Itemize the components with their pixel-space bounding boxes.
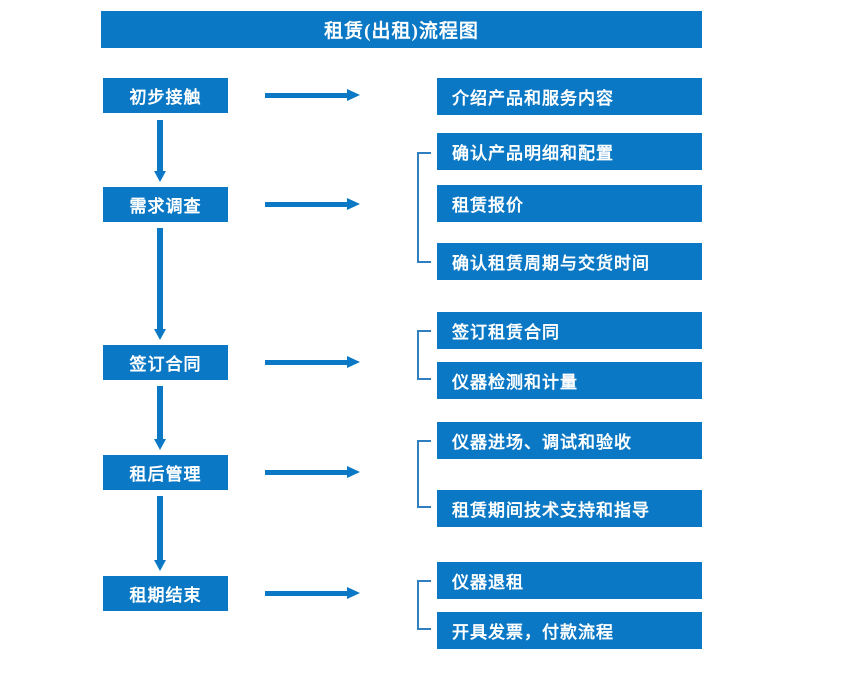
group-bracket-4 (417, 580, 431, 630)
chart-title: 租赁(出租)流程图 (101, 11, 702, 48)
detail-box-8[interactable]: 租赁期间技术支持和指导 (437, 490, 702, 527)
detail-box-7[interactable]: 仪器进场、调试和验收 (437, 422, 702, 459)
detail-box-1[interactable]: 介绍产品和服务内容 (437, 78, 702, 115)
group-bracket-1 (417, 152, 431, 263)
stage-box-zuhou-guanli[interactable]: 租后管理 (103, 455, 228, 490)
detail-box-5[interactable]: 签订租赁合同 (437, 312, 702, 349)
detail-box-10[interactable]: 开具发票，付款流程 (437, 612, 702, 649)
detail-box-4[interactable]: 确认租赁周期与交货时间 (437, 243, 702, 280)
detail-box-9[interactable]: 仪器退租 (437, 562, 702, 599)
arrow-down-2 (154, 228, 166, 340)
stage-box-zuqi-jieshu[interactable]: 租期结束 (103, 576, 228, 611)
arrow-down-1 (154, 120, 166, 182)
arrow-down-3 (154, 386, 166, 450)
detail-box-3[interactable]: 租赁报价 (437, 185, 702, 222)
stage-box-qianding-hetong[interactable]: 签订合同 (103, 345, 228, 380)
group-bracket-3 (417, 440, 431, 508)
stage-box-chubu-jiechu[interactable]: 初步接触 (103, 78, 228, 113)
group-bracket-2 (417, 330, 431, 380)
detail-box-2[interactable]: 确认产品明细和配置 (437, 133, 702, 170)
arrow-down-4 (154, 496, 166, 571)
detail-box-6[interactable]: 仪器检测和计量 (437, 362, 702, 399)
stage-box-xuqiu-diaocha[interactable]: 需求调查 (103, 187, 228, 222)
